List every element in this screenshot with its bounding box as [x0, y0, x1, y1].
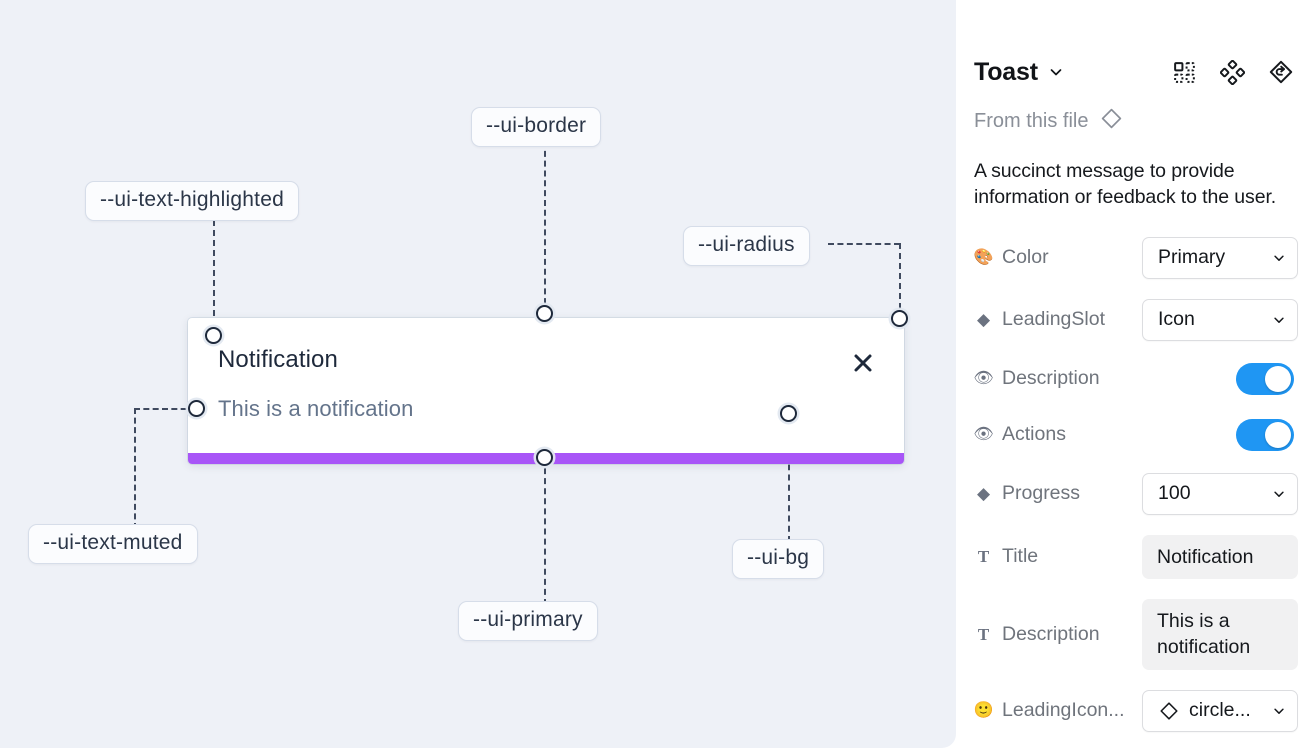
toast-component-preview[interactable]: Notification This is a notification	[188, 318, 904, 464]
connector-ui-text-muted-horizontal	[134, 408, 196, 410]
connector-ui-border	[544, 141, 546, 314]
description-input[interactable]: This is a notification	[1142, 598, 1298, 670]
anchor-dot-ui-text-muted[interactable]	[188, 400, 205, 417]
property-row-leadingicon: 🙂 LeadingIcon... circle...	[974, 689, 1298, 732]
property-control-color: Primary	[1142, 236, 1298, 279]
text-type-icon: T	[977, 547, 990, 567]
property-control-actions-toggle	[1236, 418, 1294, 451]
reset-instance-icon[interactable]	[1268, 59, 1294, 85]
description-toggle[interactable]	[1236, 362, 1294, 395]
token-chip-ui-text-highlighted[interactable]: --ui-text-highlighted	[85, 181, 299, 221]
design-canvas[interactable]: Notification This is a notification --ui…	[0, 0, 956, 748]
anchor-dot-ui-primary[interactable]	[536, 449, 553, 466]
toast-description: This is a notification	[218, 396, 414, 421]
connector-ui-text-highlighted	[213, 210, 215, 336]
actions-toggle[interactable]	[1236, 418, 1294, 451]
token-chip-ui-border[interactable]: --ui-border	[471, 107, 602, 147]
property-name: LeadingSlot	[1002, 308, 1106, 331]
property-control-description-text: This is a notification	[1142, 598, 1298, 670]
property-list: 🎨 Color Primary	[973, 236, 1298, 732]
property-row-progress: ◆ Progress 100	[974, 472, 1298, 515]
chevron-down-icon	[1266, 487, 1286, 501]
panel-header-actions	[1172, 59, 1294, 85]
chevron-down-icon	[1266, 313, 1286, 327]
text-type-icon: T	[977, 624, 990, 644]
connector-ui-radius-vertical	[899, 243, 901, 319]
description-input-value: This is a notification	[1157, 609, 1251, 659]
anchor-dot-ui-bg[interactable]	[780, 405, 797, 422]
progress-dropdown-value: 100	[1158, 482, 1191, 505]
diamond-icon	[1158, 700, 1180, 722]
property-control-leadingslot: Icon	[1142, 298, 1298, 341]
leadingicon-dropdown[interactable]: circle...	[1142, 689, 1298, 732]
diamond-icon: ◆	[976, 484, 991, 504]
property-row-color: 🎨 Color Primary	[974, 236, 1298, 279]
token-chip-ui-bg[interactable]: --ui-bg	[732, 539, 825, 579]
title-input-value: Notification	[1157, 545, 1254, 568]
chevron-down-icon	[1266, 704, 1286, 718]
property-label-progress: ◆ Progress	[974, 482, 1142, 505]
component-description: A succinct message to provide informatio…	[974, 160, 1277, 209]
leadingslot-dropdown-value: Icon	[1158, 308, 1195, 331]
property-label-leadingicon: 🙂 LeadingIcon...	[974, 699, 1142, 722]
connector-ui-bg	[788, 413, 790, 542]
property-name: Color	[1002, 246, 1049, 269]
connector-ui-text-muted-vertical	[134, 408, 136, 529]
property-row-description-text: T Description This is a notification	[974, 598, 1298, 670]
from-this-file-row[interactable]: From this file	[974, 106, 1294, 136]
property-label-leadingslot: ◆ LeadingSlot	[974, 308, 1142, 331]
close-icon[interactable]	[850, 350, 876, 376]
eye-icon: 👁	[973, 425, 994, 443]
anchor-dot-ui-text-highlighted[interactable]	[205, 327, 222, 344]
chevron-down-icon[interactable]	[1048, 64, 1064, 80]
eye-icon: 👁	[973, 369, 994, 387]
property-row-title: T Title Notification	[974, 534, 1298, 579]
title-input[interactable]: Notification	[1142, 534, 1298, 579]
property-row-leadingslot: ◆ LeadingSlot Icon	[974, 298, 1298, 341]
property-name: Title	[1002, 545, 1039, 568]
property-control-title: Notification	[1142, 534, 1298, 579]
token-chip-ui-text-muted[interactable]: --ui-text-muted	[28, 524, 198, 564]
property-control-description-toggle	[1236, 362, 1294, 395]
property-name: Actions	[1002, 423, 1066, 446]
property-control-progress: 100	[1142, 472, 1298, 515]
connector-ui-radius-horizontal	[828, 243, 900, 245]
property-name: LeadingIcon...	[1002, 699, 1125, 722]
property-label-description-toggle: 👁 Description	[973, 367, 1142, 390]
property-label-color: 🎨 Color	[974, 246, 1142, 269]
toast-title: Notification	[218, 346, 338, 373]
color-dropdown[interactable]: Primary	[1142, 236, 1298, 279]
color-dropdown-value: Primary	[1158, 246, 1226, 269]
property-control-leadingicon: circle...	[1142, 689, 1298, 732]
token-chip-ui-primary[interactable]: --ui-primary	[458, 601, 598, 641]
progress-dropdown[interactable]: 100	[1142, 472, 1298, 515]
diamond-icon	[1099, 106, 1124, 136]
diamond-icon: ◆	[976, 310, 991, 330]
panel-header: Toast	[974, 42, 1294, 102]
properties-panel: Toast	[956, 0, 1312, 748]
token-chip-ui-radius[interactable]: --ui-radius	[683, 226, 810, 266]
property-label-title: T Title	[974, 545, 1142, 568]
connector-ui-primary	[544, 458, 546, 605]
smiley-icon: 🙂	[973, 701, 994, 719]
page-title: Toast	[974, 57, 1038, 86]
anchor-dot-ui-radius[interactable]	[891, 310, 908, 327]
property-label-description-text: T Description	[974, 623, 1142, 646]
variants-diamond-icon[interactable]	[1220, 59, 1245, 85]
from-this-file-label: From this file	[974, 109, 1089, 132]
property-name: Description	[1002, 622, 1100, 645]
palette-icon: 🎨	[973, 248, 994, 266]
property-name: Description	[1002, 367, 1100, 390]
property-label-actions-toggle: 👁 Actions	[973, 423, 1142, 446]
property-name: Progress	[1002, 482, 1081, 505]
anchor-dot-ui-border[interactable]	[536, 305, 553, 322]
property-row-actions-toggle: 👁 Actions	[973, 417, 1294, 453]
leadingslot-dropdown[interactable]: Icon	[1142, 298, 1298, 341]
leadingicon-dropdown-value: circle...	[1189, 699, 1251, 722]
component-set-icon[interactable]	[1172, 60, 1197, 85]
chevron-down-icon	[1266, 251, 1286, 265]
property-row-description-toggle: 👁 Description	[973, 361, 1294, 397]
